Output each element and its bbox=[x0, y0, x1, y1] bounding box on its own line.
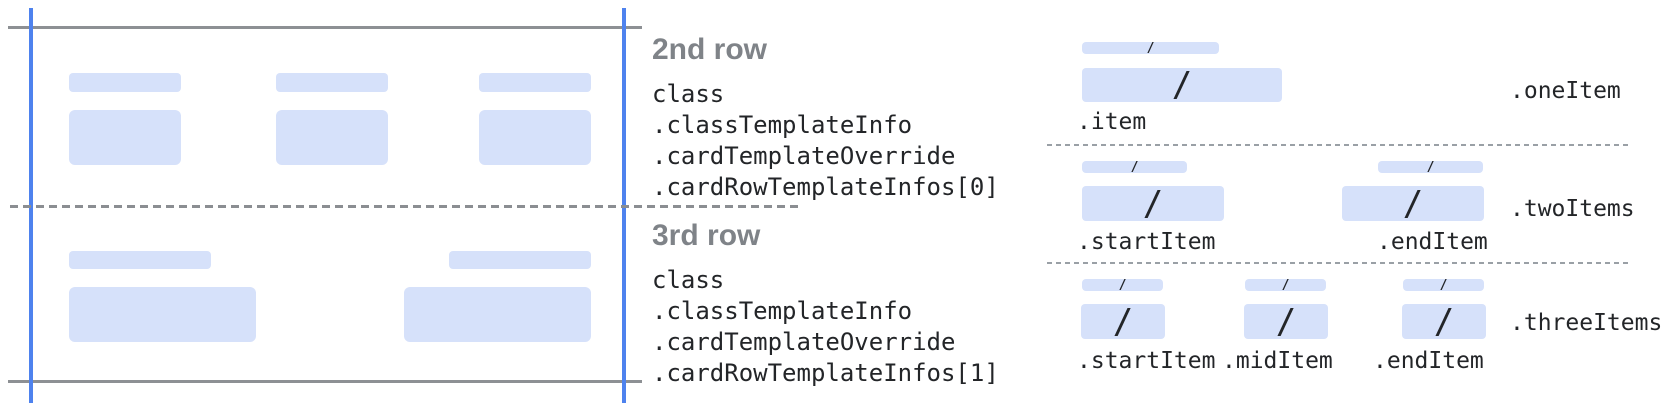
slash-glyph: / bbox=[1433, 301, 1455, 342]
annotation-code-line: class bbox=[652, 266, 725, 294]
row-2-annotation-title: 2nd row bbox=[652, 33, 768, 66]
placeholder-label-bar bbox=[449, 251, 591, 269]
item-value-field-bar: / bbox=[1342, 186, 1484, 221]
card-bottom-border-line bbox=[8, 380, 642, 383]
card-top-border-line bbox=[8, 26, 642, 29]
card-row-divider-dashed-line bbox=[10, 205, 800, 208]
section-label: .twoItems bbox=[1510, 196, 1635, 222]
slash-glyph: / bbox=[1142, 183, 1164, 224]
annotation-code-line: .classTemplateInfo bbox=[652, 297, 913, 325]
item-label-field-bar: / bbox=[1082, 277, 1163, 293]
slash-glyph: / bbox=[1112, 301, 1134, 342]
section-divider-dashed-line bbox=[1047, 262, 1632, 264]
slash-glyph: / bbox=[1118, 277, 1127, 293]
item-path-label: .midItem bbox=[1222, 348, 1333, 374]
slash-glyph: / bbox=[1426, 159, 1435, 175]
placeholder-value-block bbox=[69, 110, 181, 165]
item-label-field-bar: / bbox=[1403, 277, 1484, 293]
item-value-field-bar: / bbox=[1244, 304, 1328, 339]
row-3-annotation-title: 3rd row bbox=[652, 219, 761, 252]
placeholder-value-block bbox=[69, 287, 256, 342]
placeholder-value-block bbox=[404, 287, 591, 342]
item-label-field-bar: / bbox=[1378, 159, 1483, 175]
annotation-code-line: class bbox=[652, 80, 725, 108]
annotation-code-line: .cardRowTemplateInfos[0] bbox=[652, 173, 999, 201]
annotation-code-line: .cardRowTemplateInfos[1] bbox=[652, 359, 999, 387]
item-path-label: .endItem bbox=[1373, 348, 1484, 374]
placeholder-label-bar bbox=[69, 73, 181, 92]
item-path-label: .startItem bbox=[1077, 348, 1216, 374]
placeholder-label-bar bbox=[276, 73, 388, 92]
item-label-field-bar: / bbox=[1245, 277, 1326, 293]
slash-glyph: / bbox=[1275, 301, 1297, 342]
section-divider-dashed-line bbox=[1047, 144, 1632, 146]
row-2-annotation: 2nd row class .classTemplateInfo .cardTe… bbox=[652, 32, 999, 203]
section-label: .oneItem bbox=[1510, 78, 1621, 104]
item-label-field-bar: / bbox=[1082, 40, 1219, 56]
item-label-field-bar: / bbox=[1082, 159, 1187, 175]
annotation-code-line: .classTemplateInfo bbox=[652, 111, 913, 139]
placeholder-value-block bbox=[479, 110, 591, 165]
annotation-code-line: .cardTemplateOverride bbox=[652, 142, 956, 170]
row-3-annotation: 3rd row class .classTemplateInfo .cardTe… bbox=[652, 218, 999, 389]
item-value-field-bar: / bbox=[1081, 304, 1165, 339]
item-path-label: .startItem bbox=[1077, 229, 1216, 255]
placeholder-label-bar bbox=[69, 251, 211, 269]
annotation-code-line: .cardTemplateOverride bbox=[652, 328, 956, 356]
slash-glyph: / bbox=[1439, 277, 1448, 293]
section-label: .threeItems bbox=[1510, 310, 1663, 336]
slash-glyph: / bbox=[1130, 159, 1139, 175]
placeholder-value-block bbox=[276, 110, 388, 165]
slash-glyph: / bbox=[1402, 183, 1424, 224]
slash-glyph: / bbox=[1146, 40, 1155, 56]
item-value-field-bar: / bbox=[1082, 186, 1224, 221]
placeholder-label-bar bbox=[479, 73, 591, 92]
slash-glyph: / bbox=[1171, 65, 1193, 105]
item-path-label: .endItem bbox=[1377, 229, 1488, 255]
item-value-field-bar: / bbox=[1082, 68, 1282, 102]
slash-glyph: / bbox=[1281, 277, 1290, 293]
item-value-field-bar: / bbox=[1402, 304, 1486, 339]
item-path-label: .item bbox=[1077, 109, 1147, 135]
